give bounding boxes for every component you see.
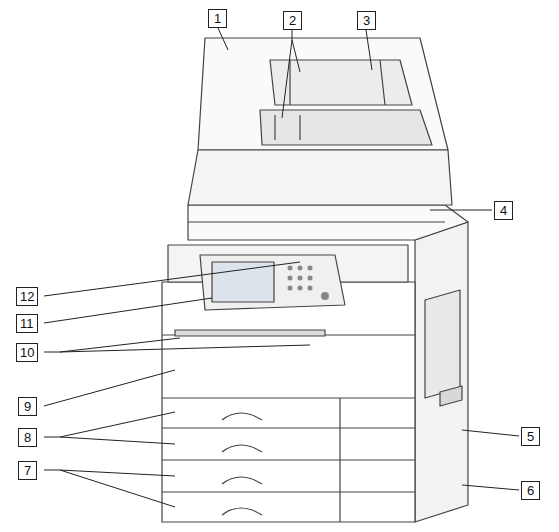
callout-number: 11: [16, 314, 38, 333]
callout-number: 2: [283, 11, 302, 30]
callout-text: 4: [500, 204, 507, 217]
callout-number: 1: [208, 9, 227, 28]
callout-text: 3: [363, 14, 370, 27]
callout-number: 5: [521, 427, 540, 446]
callout-text: 7: [24, 464, 31, 477]
callout-text: 1: [214, 12, 221, 25]
callout-text: 9: [24, 400, 31, 413]
callout-text: 10: [20, 346, 34, 359]
callout-text: 6: [527, 484, 534, 497]
callout-text: 5: [527, 430, 534, 443]
callout-text: 11: [20, 317, 34, 330]
callout-text: 12: [20, 290, 34, 303]
callout-number: 6: [521, 481, 540, 500]
callout-number: 8: [18, 428, 37, 447]
callout-number: 10: [16, 343, 38, 362]
callout-number: 12: [16, 287, 38, 306]
callout-text: 2: [289, 14, 296, 27]
callout-number: 4: [494, 201, 513, 220]
callout-number: 7: [18, 461, 37, 480]
callout-number: 9: [18, 397, 37, 416]
callout-text: 8: [24, 431, 31, 444]
callout-number: 3: [357, 11, 376, 30]
